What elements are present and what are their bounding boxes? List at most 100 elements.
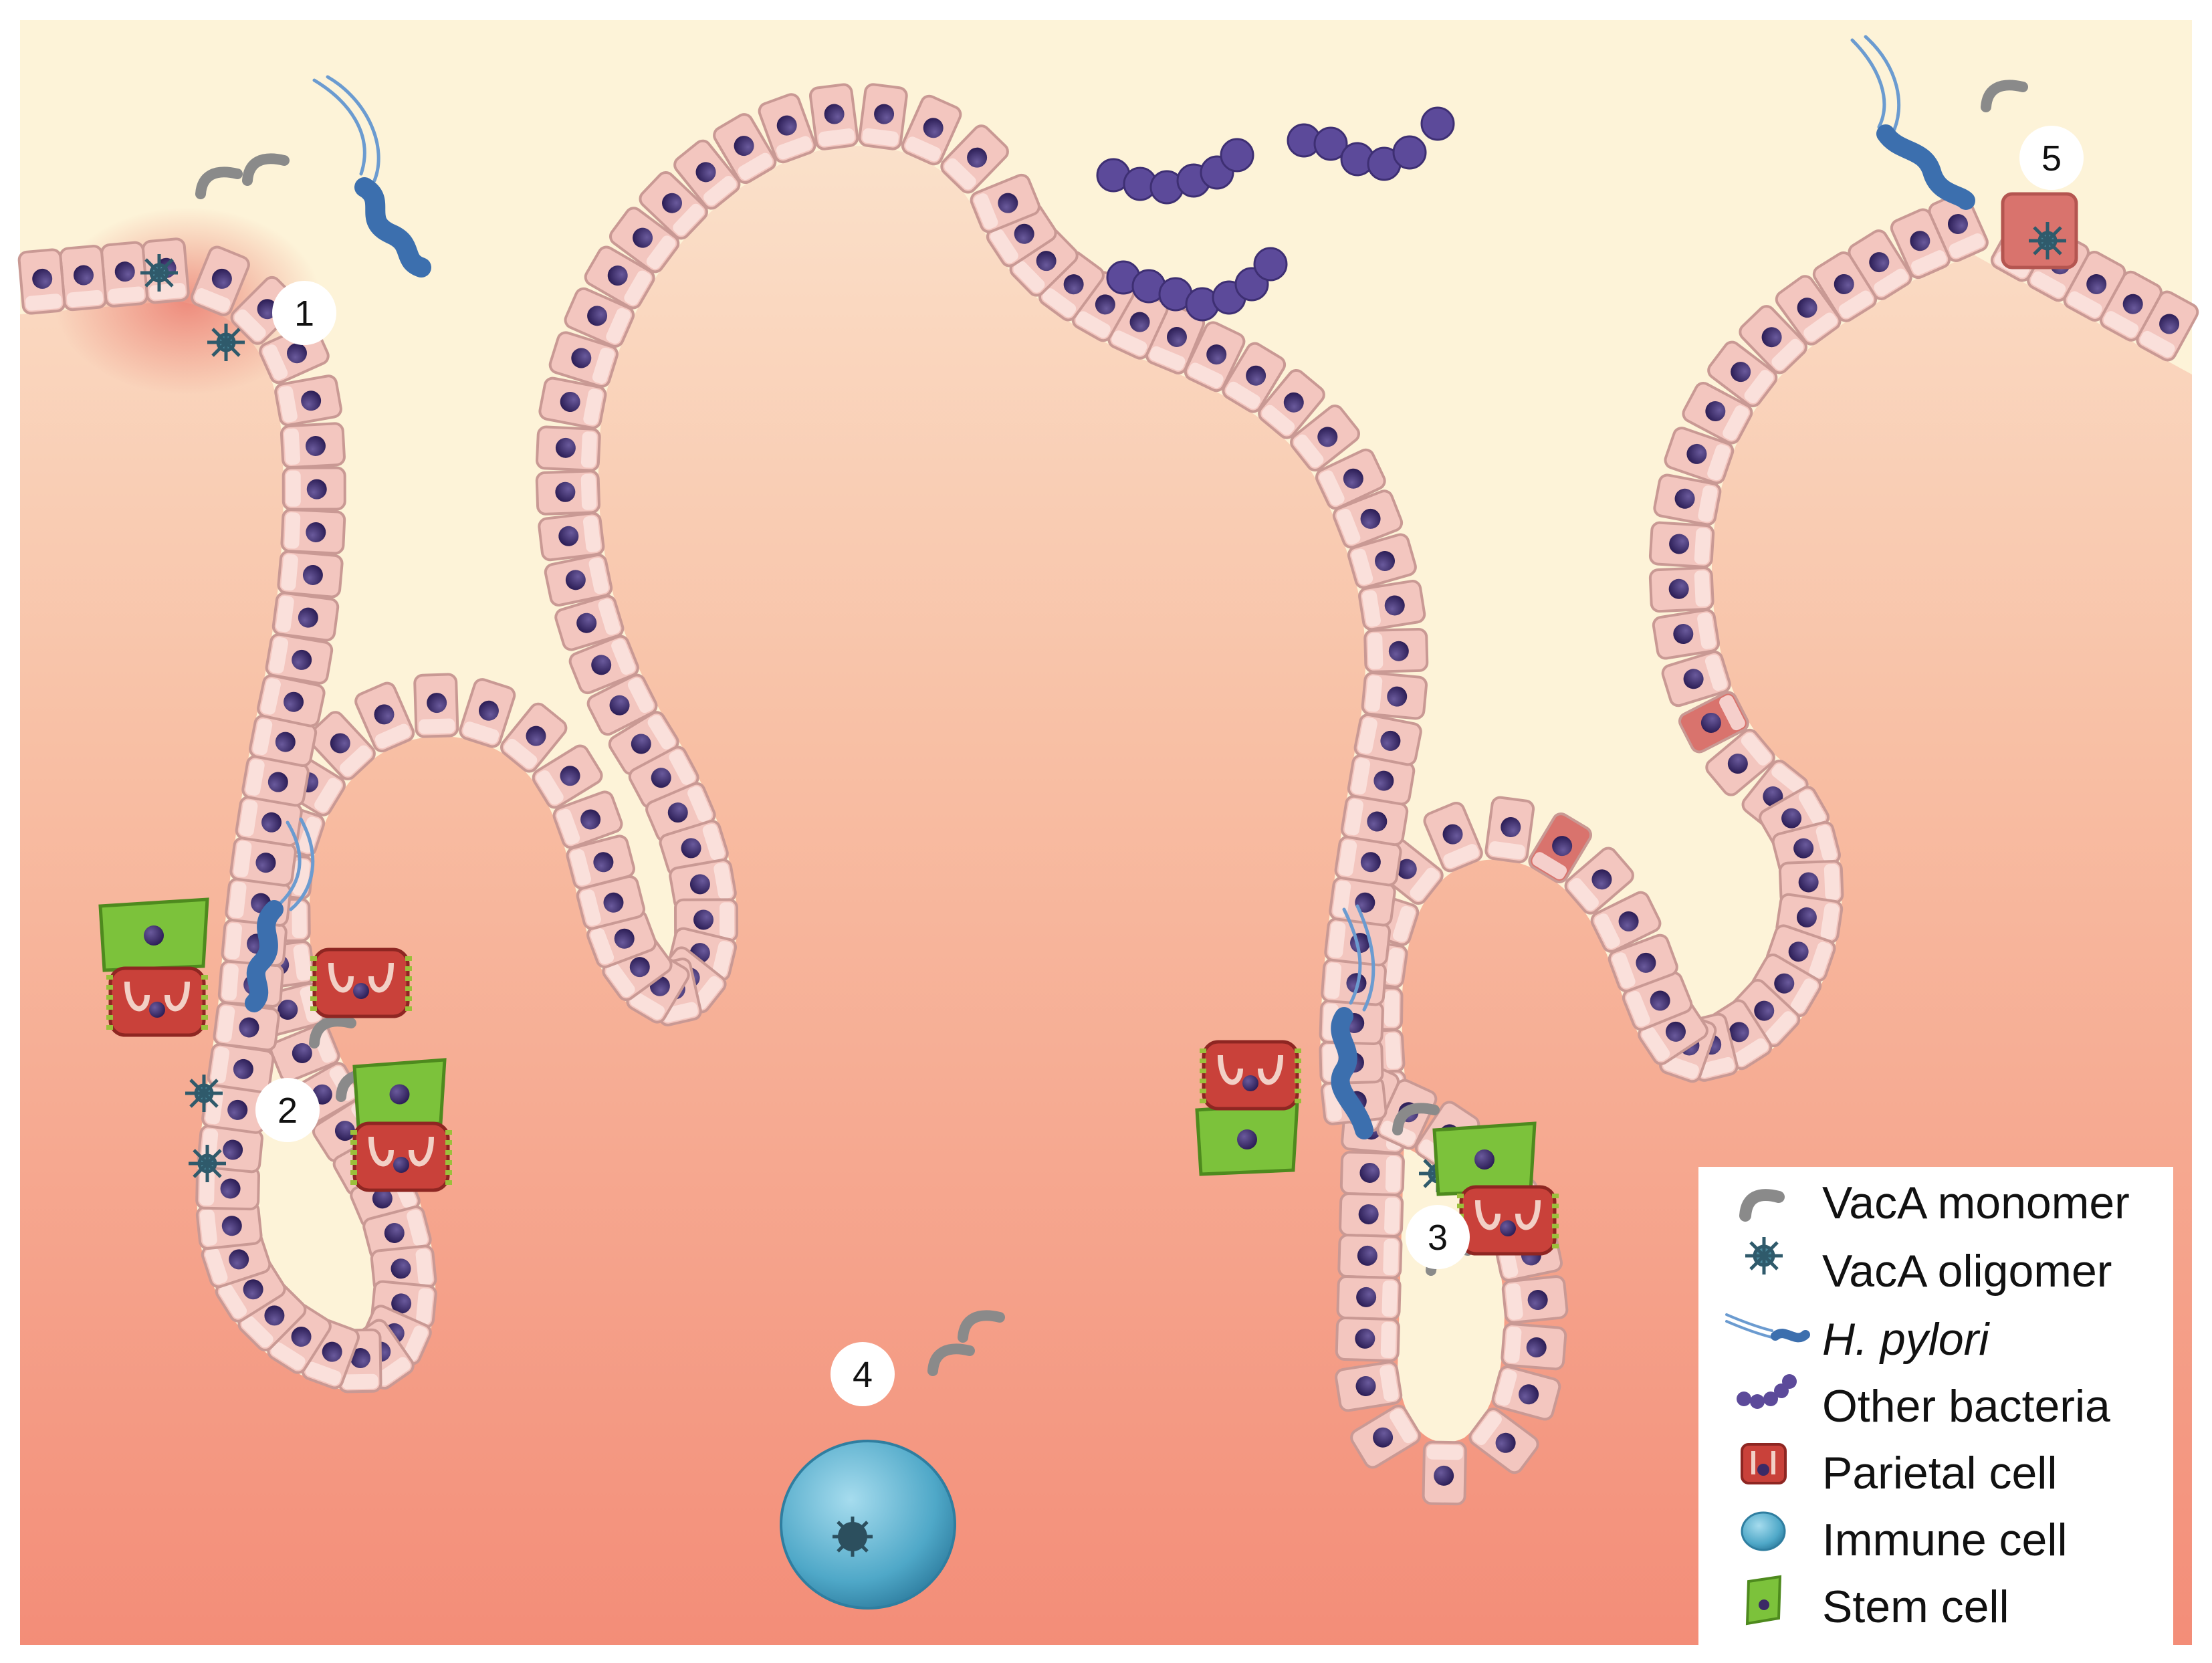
nucleus <box>1434 1465 1454 1486</box>
bacterium <box>1253 247 1288 282</box>
vaca-monomer-icon <box>1739 1189 1785 1222</box>
epithelial-cell <box>552 790 623 849</box>
parietal-cells <box>106 948 1559 1256</box>
nucleus <box>32 268 53 289</box>
epithelial-cell <box>1775 275 1842 346</box>
epithelial-cell <box>536 425 601 472</box>
nucleus <box>1358 1204 1379 1224</box>
nucleus <box>267 772 288 792</box>
vaca-monomer <box>1981 80 2028 112</box>
step-badge-3: 3 <box>1406 1205 1470 1269</box>
epithelial-cell <box>1528 812 1593 883</box>
nucleus <box>275 732 296 752</box>
nucleus <box>580 809 601 830</box>
nucleus <box>1495 1432 1516 1453</box>
nucleus <box>1129 312 1150 332</box>
nucleus <box>1947 214 1968 235</box>
nucleus <box>689 874 710 895</box>
vaca-oligomer <box>185 1075 223 1112</box>
epithelial-cell <box>237 1282 307 1352</box>
nucleus <box>1796 907 1817 927</box>
epithelial-cell <box>1222 342 1287 413</box>
nucleus <box>292 649 312 670</box>
nucleus <box>1665 1021 1686 1042</box>
nucleus <box>2122 294 2143 314</box>
epithelial-cell <box>249 714 318 767</box>
epithelial-cell <box>1608 933 1678 992</box>
epithelial-cell <box>586 673 658 736</box>
nucleus <box>372 1188 393 1209</box>
nucleus <box>220 1178 241 1199</box>
stem-cells <box>98 897 1537 1196</box>
legend-box <box>1698 1167 2173 1648</box>
legend-label-h-pylori: H. pylori <box>1822 1314 1990 1365</box>
nucleus <box>1781 808 1802 828</box>
nucleus <box>776 115 797 136</box>
epithelial-cell <box>307 711 376 780</box>
vaca-oligomer <box>140 254 178 292</box>
epithelial-cell <box>257 674 326 728</box>
epithelial-cell <box>1484 796 1535 864</box>
nucleus <box>614 928 635 949</box>
epithelial-cell <box>1363 627 1429 673</box>
nucleus <box>306 522 326 542</box>
epithelial-cell <box>280 422 346 469</box>
epithelial-cell <box>564 287 635 348</box>
epithelial-cell <box>608 711 679 776</box>
nucleus <box>1367 811 1388 832</box>
vaca-monomer <box>309 1016 356 1048</box>
nucleus <box>1686 443 1707 464</box>
epithelial-cell <box>1340 794 1409 847</box>
parietal-cell <box>106 966 208 1037</box>
nucleus <box>560 391 580 412</box>
nucleus <box>874 104 895 124</box>
svg-text:3: 3 <box>1428 1218 1448 1258</box>
stem-cell <box>352 1058 447 1129</box>
bacterium <box>1420 106 1455 141</box>
nucleus <box>350 1348 370 1369</box>
nucleus <box>1797 298 1817 318</box>
epithelial-cell <box>2099 270 2163 342</box>
epithelial-cell <box>1422 1440 1467 1506</box>
epithelial-cell <box>1705 728 1775 796</box>
legend-label-parietal-cell: Parietal cell <box>1822 1448 2058 1499</box>
nucleus <box>555 437 576 458</box>
nucleus <box>1618 911 1639 931</box>
epithelial-cell <box>628 746 699 808</box>
epithelial-cell <box>274 374 342 427</box>
nucleus <box>73 265 94 286</box>
nucleus <box>229 1249 249 1270</box>
nucleus <box>1774 973 1795 994</box>
nucleus <box>1343 468 1363 489</box>
epithelial-cell <box>1590 891 1662 953</box>
nucleus <box>591 655 612 675</box>
nucleus <box>221 1216 242 1236</box>
epithelial-cell <box>758 93 816 164</box>
nucleus <box>334 1121 355 1141</box>
epithelial-cell <box>370 1244 437 1294</box>
nucleus <box>1798 872 1819 893</box>
epithelial-cell <box>609 207 680 273</box>
nucleus <box>292 1042 312 1063</box>
epithelial-cell <box>1258 368 1325 439</box>
nucleus <box>286 343 307 364</box>
epithelial-cell <box>459 678 516 748</box>
epithelial-cell <box>639 171 708 240</box>
epithelial-cell <box>1661 650 1731 707</box>
epithelial-cell <box>1358 580 1426 631</box>
epithelial-cell <box>282 466 346 511</box>
epithelial-cell <box>1664 427 1735 485</box>
nucleus <box>587 306 608 326</box>
nucleus <box>1387 686 1408 707</box>
vaca-monomer <box>958 1310 1005 1343</box>
epithelial-cell <box>277 550 344 598</box>
nucleus <box>330 733 350 754</box>
nucleus <box>1355 1328 1375 1349</box>
nucleus <box>631 734 651 754</box>
nucleus <box>695 162 716 183</box>
epithelial-cell <box>1739 305 1807 374</box>
stem-cell <box>1432 1121 1537 1196</box>
legend-label-other-bacteria: Other bacteria <box>1822 1381 2110 1432</box>
stem-cell-icon <box>1745 1575 1782 1626</box>
bacterium <box>1392 135 1427 170</box>
